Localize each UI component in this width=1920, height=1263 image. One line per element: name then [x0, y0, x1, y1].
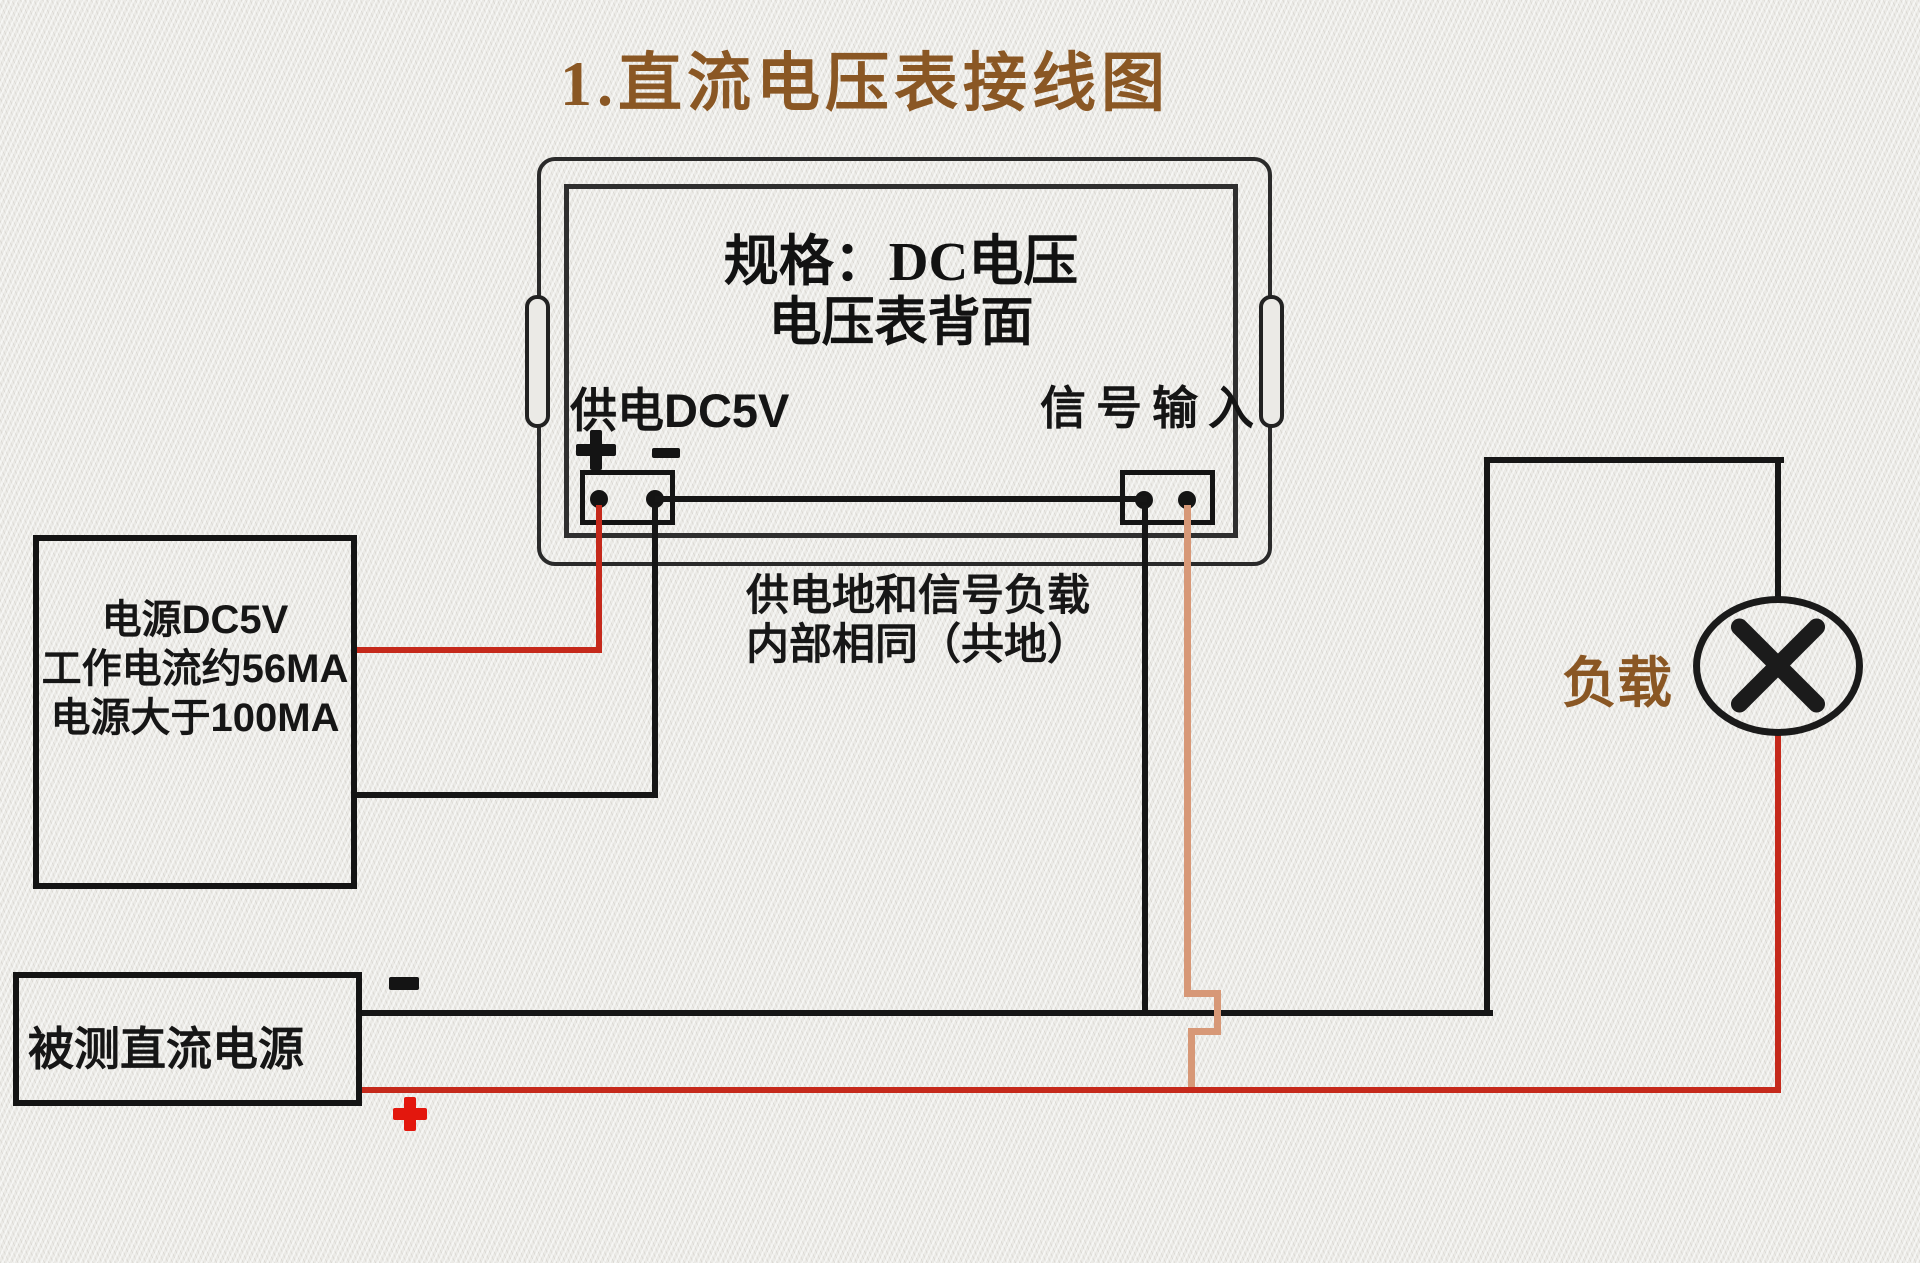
minus-icon: [389, 977, 419, 990]
lamp-circle: [1693, 596, 1863, 736]
voltmeter-inner-panel: [564, 184, 1238, 538]
meter-right-mount-clip: [1259, 295, 1284, 428]
wire-internal-common: [655, 496, 1147, 502]
wire-load-loop-top: [1484, 457, 1784, 463]
wire-supply-plus-horizontal: [356, 647, 602, 653]
plus-icon: [576, 430, 616, 470]
note-line2: 内部相同（共地）: [746, 621, 1090, 669]
wire-lamp-bottom-lead: [1775, 733, 1781, 1091]
lamp-cross-icon: [1693, 596, 1863, 736]
wire-lamp-top-lead: [1775, 457, 1781, 602]
common-ground-note: 供电地和信号负载 内部相同（共地）: [746, 572, 1090, 670]
wire-supply-minus-horizontal: [356, 792, 658, 798]
wire-load-loop-left: [1484, 457, 1490, 1016]
signal-plus-terminal: [1178, 491, 1196, 509]
note-line1: 供电地和信号负载: [746, 572, 1090, 620]
load-label: 负载: [1562, 652, 1673, 714]
signal-input-label: 信号输入: [1040, 382, 1264, 434]
minus-icon: [652, 448, 680, 458]
wire-signal-ground-vertical: [1142, 505, 1148, 1016]
measured-source-label: 被测直流电源: [28, 1023, 304, 1075]
wire-signal-plus-jog-side: [1214, 990, 1221, 1035]
meter-spec-line2: 电压表背面: [768, 294, 1034, 352]
wire-signal-plus-vertical: [1184, 505, 1191, 997]
power-supply-line1: 电源DC5V: [101, 598, 289, 642]
power-supply-box: [33, 535, 357, 889]
wire-signal-plus-jog-top: [1184, 990, 1221, 997]
supply-dc5v-label: 供电DC5V: [570, 384, 790, 437]
measured-source-box: [13, 972, 362, 1106]
wire-signal-plus-jog-bottom: [1188, 1028, 1221, 1035]
plus-icon: [393, 1097, 427, 1131]
wire-measured-minus-horizontal: [362, 1010, 1493, 1016]
power-supply-line2: 工作电流约56MA: [41, 647, 349, 691]
wire-supply-minus-vertical: [652, 505, 658, 798]
page-title: 1.直流电压表接线图: [560, 48, 1170, 119]
wire-measured-plus-horizontal: [362, 1087, 1781, 1093]
wire-signal-plus-tail: [1188, 1028, 1195, 1090]
supply-plus-terminal: [590, 490, 608, 508]
wire-supply-plus-vertical: [596, 505, 602, 653]
meter-left-mount-clip: [525, 295, 550, 428]
power-supply-line3: 电源大于100MA: [50, 696, 340, 740]
power-supply-text: 电源DC5V 工作电流约56MA 电源大于100MA: [33, 596, 357, 743]
meter-spec-line1: 规格：DC电压: [723, 231, 1079, 292]
